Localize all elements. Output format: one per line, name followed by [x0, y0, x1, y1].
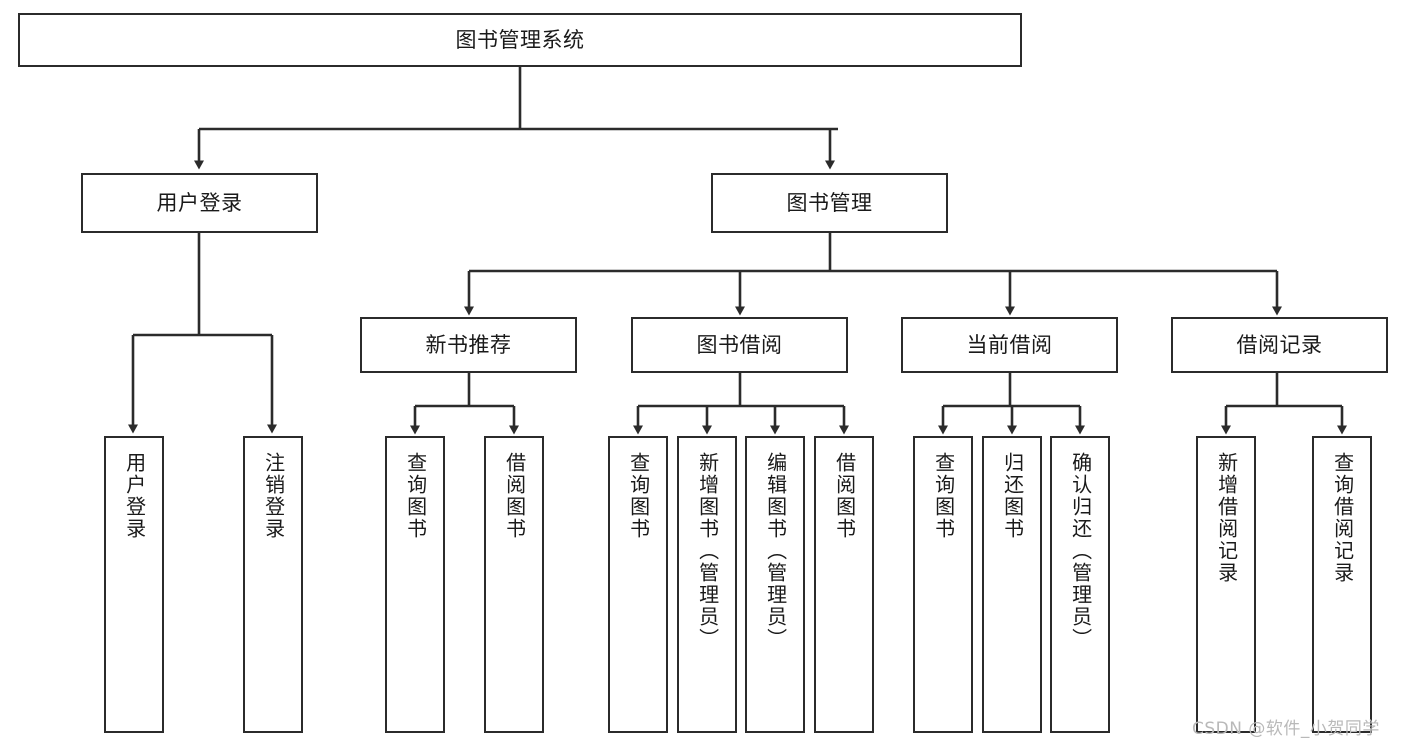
- node-leaf-return-book[interactable]: 归还图书: [982, 436, 1042, 733]
- node-leaf-add-record-label: 新增借阅记录: [1214, 452, 1239, 584]
- node-current-borrow-label: 当前借阅: [966, 332, 1053, 357]
- csdn-watermark: CSDN @软件_小贺同学: [1192, 719, 1380, 739]
- node-leaf-query-book-rec-label: 查询图书: [403, 452, 428, 540]
- node-leaf-confirm-return-label: 确认归还（管理员）: [1068, 452, 1093, 650]
- node-leaf-user-login[interactable]: 用户登录: [104, 436, 164, 733]
- node-leaf-query-record[interactable]: 查询借阅记录: [1312, 436, 1372, 733]
- node-leaf-confirm-return[interactable]: 确认归还（管理员）: [1050, 436, 1110, 733]
- node-leaf-user-logout[interactable]: 注销登录: [243, 436, 303, 733]
- node-leaf-borrow-book-rec[interactable]: 借阅图书: [484, 436, 544, 733]
- node-leaf-query-record-label: 查询借阅记录: [1330, 452, 1355, 584]
- node-leaf-borrow-book-label: 借阅图书: [832, 452, 857, 540]
- node-leaf-borrow-book-rec-label: 借阅图书: [502, 452, 527, 540]
- node-current-borrow[interactable]: 当前借阅: [901, 317, 1118, 373]
- node-leaf-borrow-book[interactable]: 借阅图书: [814, 436, 874, 733]
- node-book-manage[interactable]: 图书管理: [711, 173, 948, 233]
- node-leaf-query-book-borrow[interactable]: 查询图书: [608, 436, 668, 733]
- node-leaf-user-login-label: 用户登录: [122, 452, 147, 540]
- node-new-book-rec[interactable]: 新书推荐: [360, 317, 577, 373]
- node-user-login-label: 用户登录: [156, 190, 243, 215]
- node-leaf-query-book-cur[interactable]: 查询图书: [913, 436, 973, 733]
- node-user-login[interactable]: 用户登录: [81, 173, 318, 233]
- node-borrow-record[interactable]: 借阅记录: [1171, 317, 1388, 373]
- node-leaf-add-book[interactable]: 新增图书（管理员）: [677, 436, 737, 733]
- node-leaf-query-book-cur-label: 查询图书: [931, 452, 956, 540]
- node-book-manage-label: 图书管理: [786, 190, 873, 215]
- node-leaf-query-book-borrow-label: 查询图书: [626, 452, 651, 540]
- node-root[interactable]: 图书管理系统: [18, 13, 1022, 67]
- node-root-label: 图书管理系统: [455, 27, 585, 52]
- node-leaf-add-record[interactable]: 新增借阅记录: [1196, 436, 1256, 733]
- node-leaf-edit-book[interactable]: 编辑图书（管理员）: [745, 436, 805, 733]
- node-book-borrow[interactable]: 图书借阅: [631, 317, 848, 373]
- node-book-borrow-label: 图书借阅: [696, 332, 783, 357]
- node-leaf-return-book-label: 归还图书: [1000, 452, 1025, 540]
- node-new-book-rec-label: 新书推荐: [425, 332, 512, 357]
- node-leaf-user-logout-label: 注销登录: [261, 452, 286, 540]
- node-leaf-query-book-rec[interactable]: 查询图书: [385, 436, 445, 733]
- node-leaf-edit-book-label: 编辑图书（管理员）: [763, 452, 788, 650]
- node-leaf-add-book-label: 新增图书（管理员）: [695, 452, 720, 650]
- node-borrow-record-label: 借阅记录: [1236, 332, 1323, 357]
